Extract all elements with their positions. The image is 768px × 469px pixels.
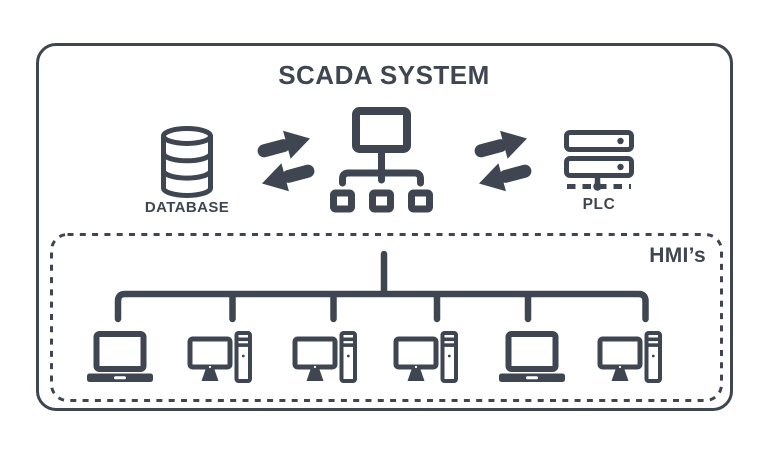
plc-label: PLC [582,196,616,213]
database-server-swap-arrows-icon [257,130,315,192]
laptop-icon [499,331,565,382]
hmi-group-label: HMI’s [649,244,706,267]
scada-server-icon [330,107,433,213]
scada-system-boundary [36,43,733,411]
desktop-computer-icon [393,331,458,383]
laptop-icon [87,331,153,382]
desktop-computer-icon [597,331,662,383]
desktop-computer-icon [292,331,357,383]
database-icon [161,126,213,198]
database-label: DATABASE [144,199,230,216]
diagram-title: SCADA SYSTEM [278,60,490,90]
desktop-computer-icon [187,331,252,383]
plc-icon [564,130,634,191]
server-plc-swap-arrows-icon [474,130,532,192]
